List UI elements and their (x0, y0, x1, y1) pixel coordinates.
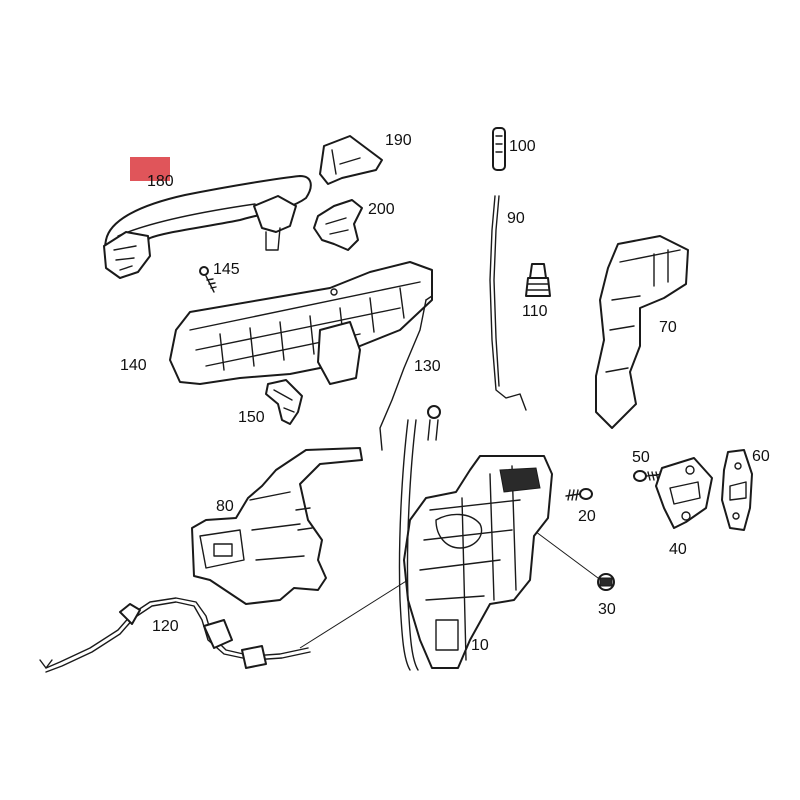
part-100-pin[interactable] (492, 127, 506, 171)
callout-200: 200 (368, 201, 395, 218)
callout-140: 140 (120, 357, 147, 374)
part-20-screw[interactable] (565, 488, 593, 501)
callout-70: 70 (659, 319, 677, 336)
part-60-plate[interactable] (721, 449, 753, 531)
callout-145: 145 (213, 261, 240, 278)
callout-20: 20 (578, 508, 596, 525)
callout-120: 120 (152, 618, 179, 635)
part-150-actuator[interactable] (265, 379, 303, 425)
part-190-handle-cap[interactable] (319, 135, 383, 185)
callout-30: 30 (598, 601, 616, 618)
part-70-bracket[interactable] (595, 235, 689, 429)
part-40-striker[interactable] (655, 457, 713, 529)
callout-40: 40 (669, 541, 687, 558)
part-180-door-handle[interactable] (103, 175, 312, 279)
part-30-bolt[interactable] (519, 519, 615, 591)
callout-190: 190 (385, 132, 412, 149)
part-200-lock-cylinder[interactable] (313, 199, 363, 251)
part-145-screw[interactable] (199, 266, 217, 293)
part-120-cable[interactable] (39, 521, 501, 673)
callout-80: 80 (216, 498, 234, 515)
callout-50: 50 (632, 449, 650, 466)
part-50-screw[interactable] (633, 470, 665, 482)
part-110-plug[interactable] (525, 263, 551, 297)
part-90-rod[interactable] (489, 195, 527, 411)
callout-150: 150 (238, 409, 265, 426)
callout-110: 110 (522, 303, 548, 320)
callout-130: 130 (414, 358, 441, 375)
part-130-rod[interactable] (379, 295, 433, 451)
highlight-marker-180 (130, 157, 170, 181)
part-10-lock-module[interactable] (398, 405, 553, 671)
part-80-bracket[interactable] (191, 447, 363, 605)
callout-90: 90 (507, 210, 525, 227)
callout-10: 10 (471, 637, 489, 654)
callout-60: 60 (752, 448, 770, 465)
callout-100: 100 (509, 138, 536, 155)
callout-180: 180 (147, 173, 174, 190)
part-140-handle-carrier[interactable] (169, 261, 433, 385)
